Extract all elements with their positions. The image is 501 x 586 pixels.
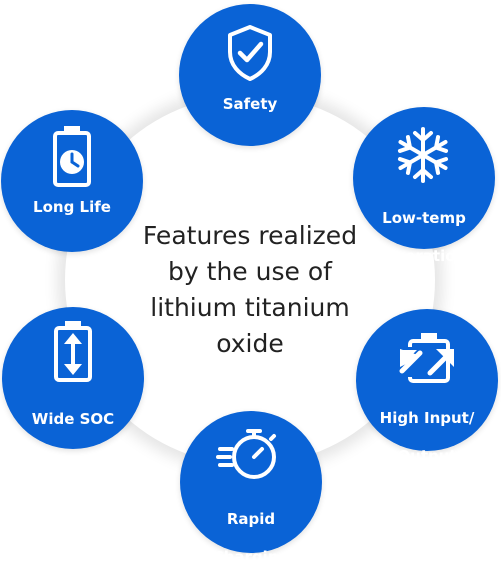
battery-updown-icon (54, 321, 92, 382)
snowflake-icon (397, 127, 449, 183)
center-line-1: Features realized (142, 221, 358, 250)
feature-long-life: Long Life (1, 110, 143, 252)
feature-wide-soc-label-line-1: Wide SOC (31, 410, 115, 428)
feature-low-temp-label-line-1: Low-temp (382, 209, 466, 227)
feature-low-temp: Low-temp Operation (353, 107, 495, 265)
feature-wide-soc-label-line-2: Range** (2, 448, 144, 470)
feature-safety: Safety (179, 4, 321, 146)
battery-arrows-icon (396, 333, 454, 383)
center-line-3: lithium titanium (150, 293, 350, 322)
feature-high-io: High Input/ Output (356, 309, 498, 465)
feature-long-life-label: Long Life (33, 198, 111, 216)
stopwatch-icon (216, 429, 276, 479)
feature-high-io-label: High Input/ Output (356, 390, 498, 485)
feature-safety-label: Safety (222, 95, 278, 113)
feature-wide-soc-footnote: ** (94, 452, 105, 462)
feature-rapid-charging-label-line-1: Rapid (226, 510, 276, 528)
feature-low-temp-label-line-2: Operation (381, 247, 467, 265)
center-line-2: by the use of (168, 257, 332, 286)
feature-rapid-charging-label: Rapid Charging (180, 491, 322, 586)
center-line-4: oxide (216, 329, 284, 358)
battery-clock-icon (53, 126, 91, 187)
feature-low-temp-label: Low-temp Operation (353, 190, 495, 285)
feature-wide-soc-label: Wide SOC Range** (2, 391, 144, 489)
feature-rapid-charging: Rapid Charging (180, 411, 322, 566)
center-caption: Features realized by the use of lithium … (130, 218, 370, 362)
feature-wide-soc: Wide SOC Range** (2, 307, 144, 469)
feature-wide-soc-label-range: Range (41, 451, 95, 469)
feature-high-io-label-line-2: Output (397, 447, 457, 465)
feature-high-io-label-line-1: High Input/ (379, 409, 475, 427)
feature-rapid-charging-label-line-2: Charging (212, 548, 290, 566)
shield-check-icon (228, 25, 272, 81)
